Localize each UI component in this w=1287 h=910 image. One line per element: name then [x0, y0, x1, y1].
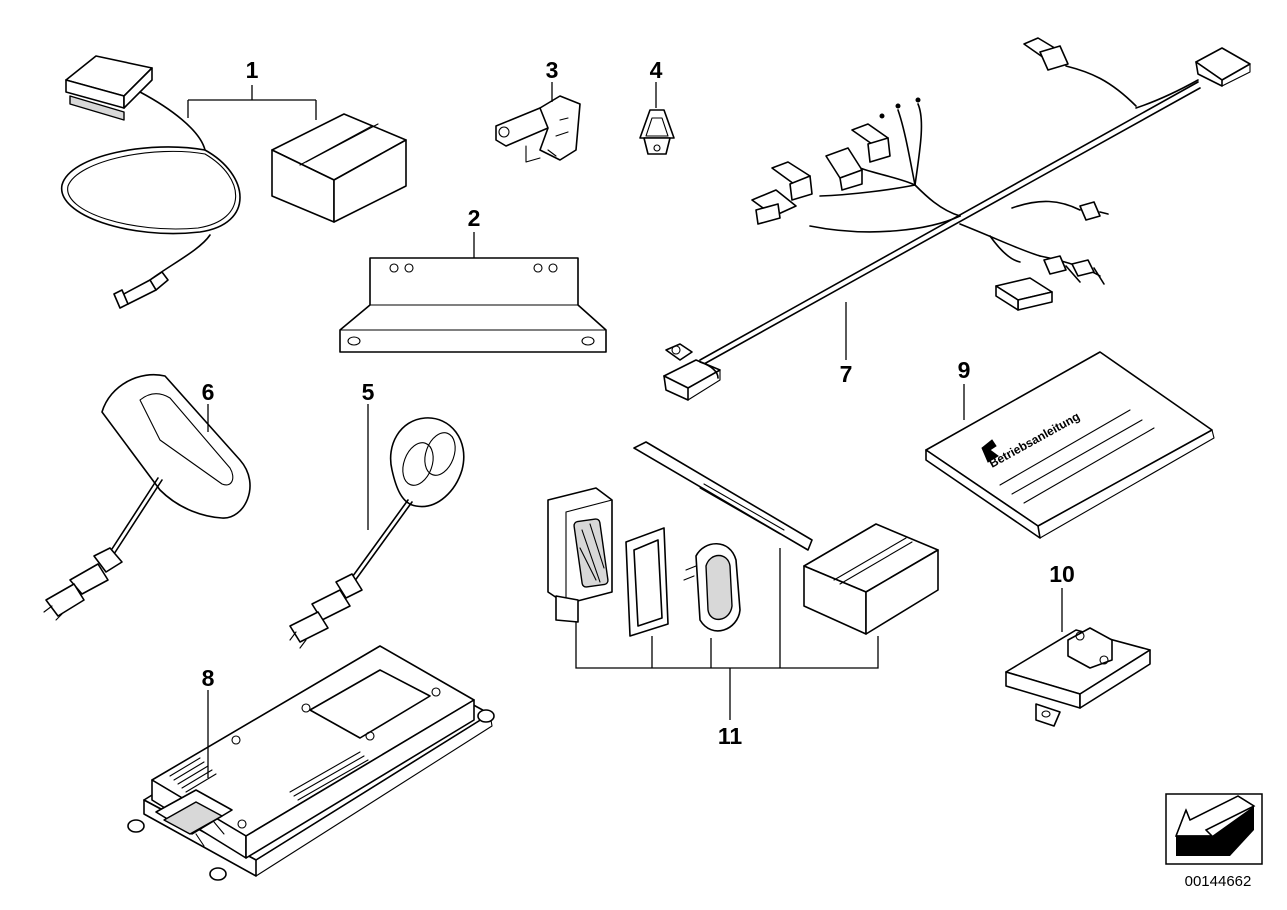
- part-11-installation-kit: 11: [547, 441, 939, 749]
- callout-6: 6: [202, 379, 215, 405]
- part-2-bracket: 2: [339, 205, 607, 353]
- part-9-operating-manual: Betriebsanleitung 9: [925, 351, 1215, 539]
- callout-10: 10: [1049, 561, 1075, 587]
- callout-1: 1: [246, 57, 259, 83]
- part-6-microphone: 6: [43, 374, 251, 621]
- callout-3: 3: [546, 57, 559, 83]
- callout-5: 5: [362, 379, 375, 405]
- callout-11: 11: [718, 723, 743, 749]
- callout-2: 2: [468, 205, 481, 231]
- document-number: 00144662: [1185, 873, 1252, 890]
- callout-8: 8: [202, 665, 215, 691]
- callout-4: 4: [650, 57, 663, 83]
- part-1-antenna-kit: 1: [61, 55, 407, 309]
- callout-7: 7: [840, 361, 853, 387]
- arrow-back-icon[interactable]: [1165, 793, 1263, 865]
- part-7-wiring-harness: 7: [663, 37, 1251, 401]
- part-3-clip: 3: [495, 57, 581, 163]
- callout-9: 9: [958, 357, 971, 383]
- part-10-module: 10: [1005, 561, 1151, 727]
- part-4-grommet: 4: [639, 57, 675, 155]
- part-8-control-unit: 8: [127, 645, 495, 881]
- part-5-microphone: 5: [289, 379, 465, 649]
